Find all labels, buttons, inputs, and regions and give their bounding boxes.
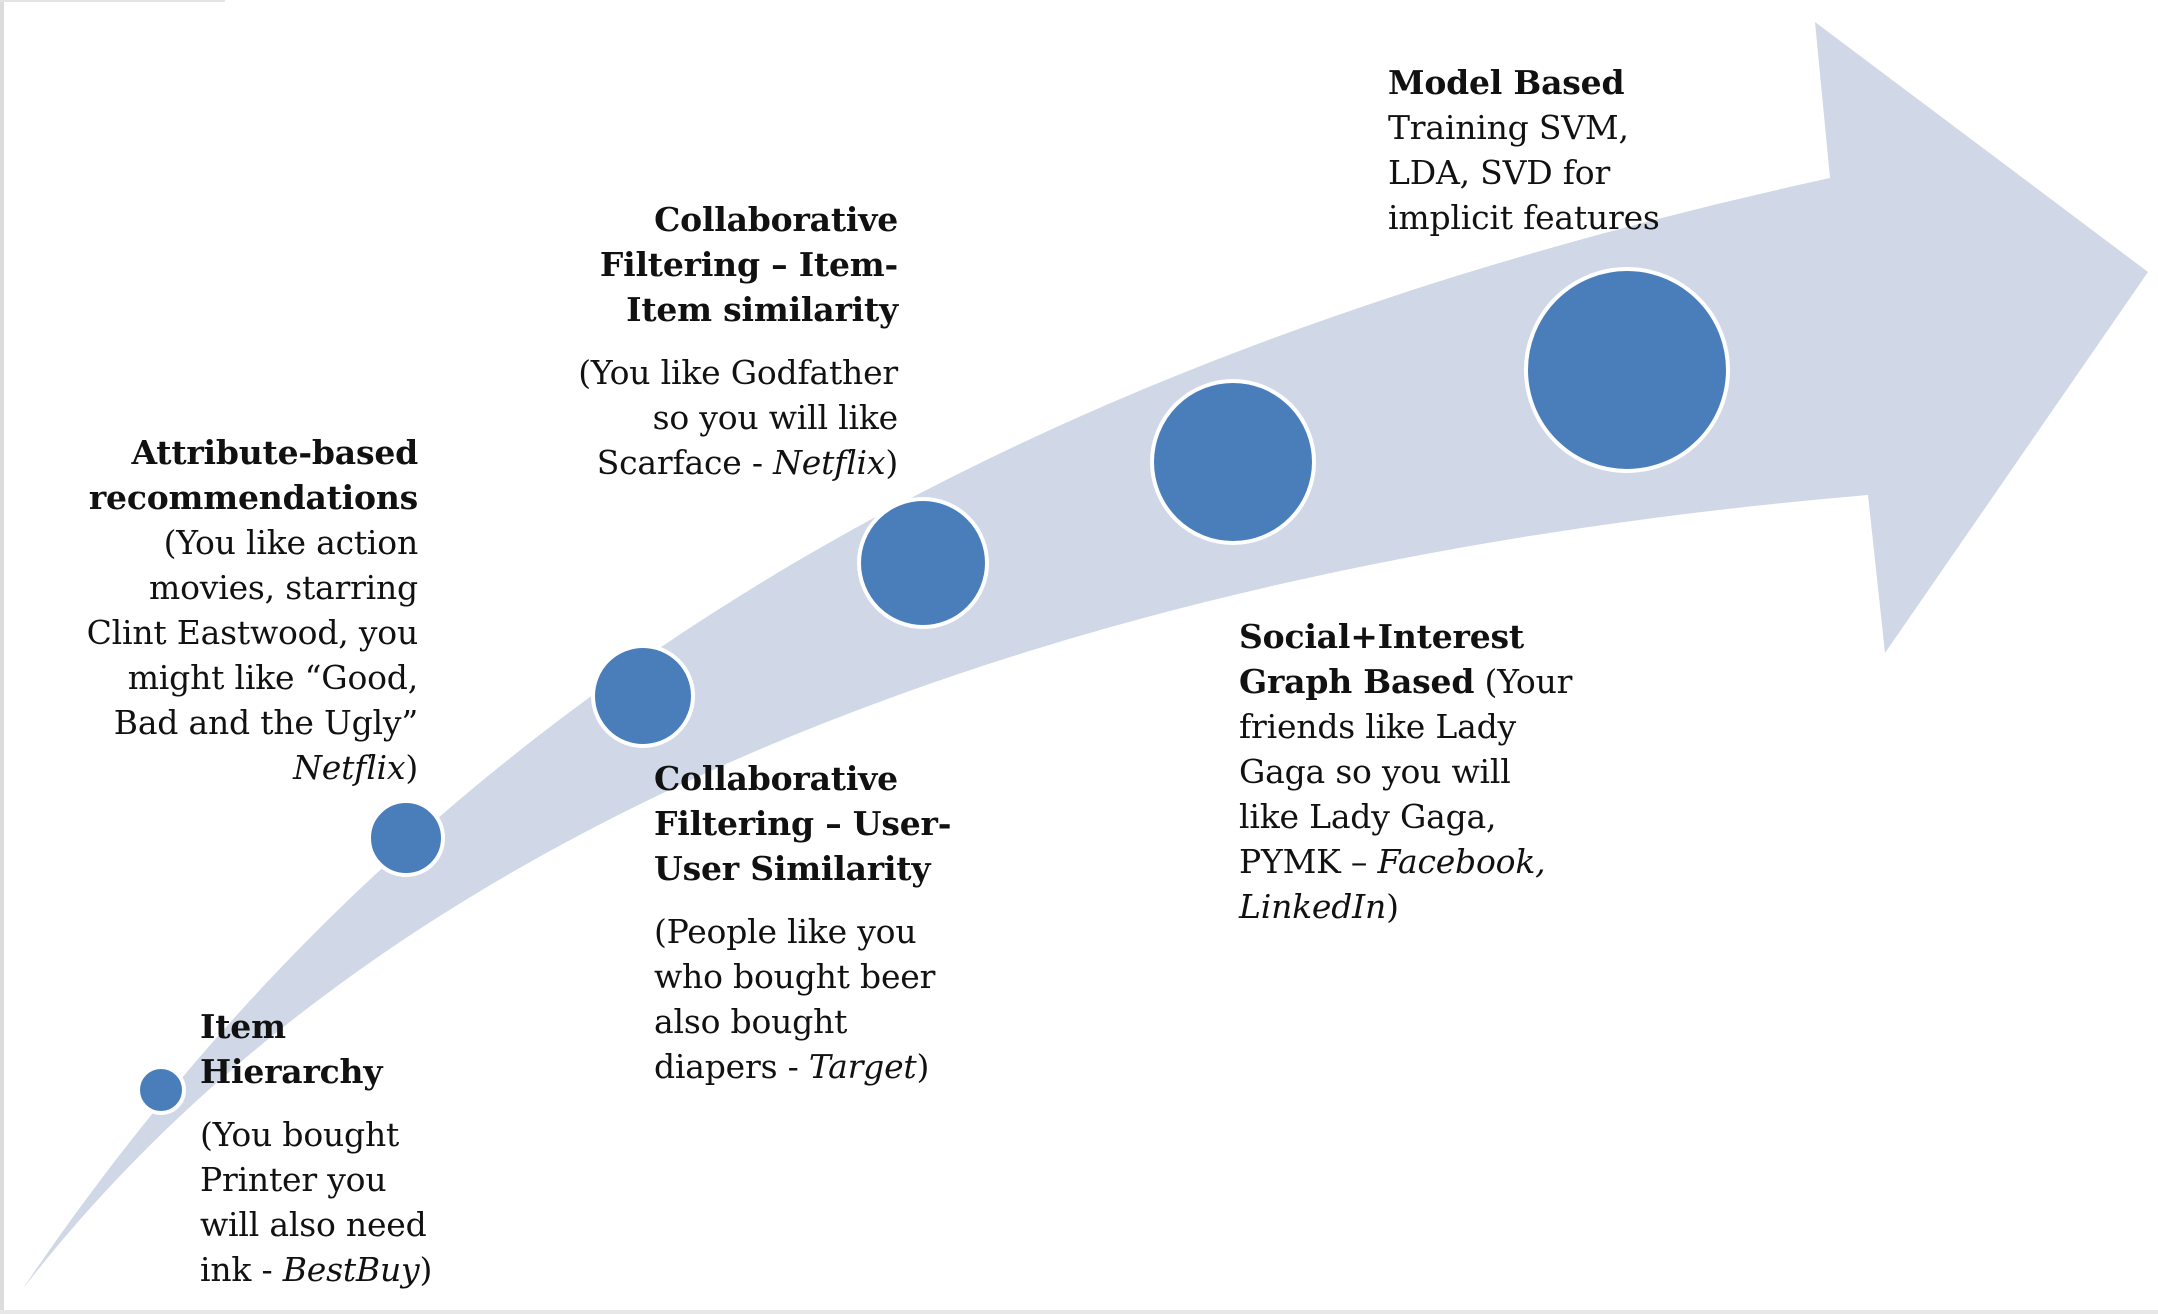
- stage-desc-line: like Lady Gaga,: [1239, 797, 1497, 836]
- stage-desc-line: implicit features: [1388, 198, 1660, 237]
- stage-title-tail: (Your: [1474, 662, 1573, 701]
- stage-desc-line: friends like Lady: [1239, 707, 1516, 746]
- desc-close: ): [916, 1047, 930, 1086]
- stage-desc-line: (You like Godfather: [578, 353, 898, 392]
- milestone-circles: [136, 267, 1730, 1115]
- stage-item-hierarchy: Item Hierarchy (You bought Printer you w…: [200, 1004, 432, 1292]
- stage-desc-line: Netflix): [87, 745, 418, 790]
- milestone-circle-6: [1524, 267, 1730, 473]
- stage-title-line: Item: [200, 1007, 286, 1046]
- stage-attribute-based: Attribute-based recommendations (You lik…: [86, 430, 419, 790]
- stage-desc-line: also bought: [654, 1002, 848, 1041]
- milestone-circle-1: [136, 1065, 186, 1115]
- stage-desc-line: Printer you: [200, 1160, 387, 1199]
- stage-desc-line: movies, starring: [149, 568, 418, 607]
- stage-desc-line: (You bought: [200, 1115, 400, 1154]
- desc-close: ): [419, 1250, 433, 1289]
- source-company: Target: [808, 1047, 917, 1086]
- stage-title-line: Collaborative: [654, 759, 898, 798]
- desc-text: Scarface -: [596, 443, 774, 482]
- stage-title-line: Attribute-based: [131, 433, 418, 472]
- stage-desc-line: Bad and the Ugly”: [113, 703, 418, 742]
- stage-desc-line: diapers - Target): [654, 1044, 951, 1089]
- desc-text: ink -: [200, 1250, 283, 1289]
- stage-cf-item-item: Collaborative Filtering – Item- Item sim…: [578, 197, 898, 485]
- source-company: BestBuy: [282, 1250, 420, 1289]
- stage-desc-line: Scarface - Netflix): [578, 440, 898, 485]
- stage-title-text: Graph Based: [1239, 662, 1475, 701]
- source-company: Netflix: [773, 443, 886, 482]
- stage-title-line: Filtering – User-: [654, 804, 952, 843]
- source-company: LinkedIn: [1239, 887, 1387, 926]
- stage-desc-line: LinkedIn): [1239, 884, 1572, 929]
- stage-social-interest-graph: Social+Interest Graph Based (Your friend…: [1239, 614, 1572, 929]
- stage-title-line: Item similarity: [626, 290, 898, 329]
- desc-text: PYMK –: [1239, 842, 1378, 881]
- stage-desc-line: ink - BestBuy): [200, 1247, 432, 1292]
- stage-desc-line: LDA, SVD for: [1388, 153, 1611, 192]
- stage-title-line: Filtering – Item-: [599, 245, 898, 284]
- stage-desc-line: Gaga so you will: [1239, 752, 1511, 791]
- desc-close: ): [1386, 887, 1399, 926]
- frame-top-edge: [0, 0, 225, 2]
- stage-title-line: Collaborative: [654, 200, 898, 239]
- desc-text: diapers -: [654, 1047, 809, 1086]
- stage-title-line: Graph Based (Your: [1239, 659, 1572, 704]
- frame-left-edge: [0, 0, 4, 1314]
- milestone-circle-2: [367, 799, 445, 877]
- stage-title-line: Social+Interest: [1239, 617, 1524, 656]
- milestone-circle-4: [857, 497, 989, 629]
- stage-cf-user-user: Collaborative Filtering – User- User Sim…: [654, 756, 951, 1089]
- stage-model-based: Model Based Training SVM, LDA, SVD for i…: [1388, 60, 1660, 240]
- stage-desc-line: PYMK – Facebook,: [1239, 839, 1572, 884]
- stage-desc-line: Training SVM,: [1388, 108, 1629, 147]
- stage-desc-line: (People like you: [654, 912, 917, 951]
- milestone-circle-3: [591, 644, 695, 748]
- stage-desc-line: (You like action: [163, 523, 419, 562]
- stage-desc-line: who bought beer: [654, 957, 936, 996]
- frame-bottom-edge: [0, 1310, 2158, 1314]
- source-company: Facebook,: [1377, 842, 1546, 881]
- stage-title-line: recommendations: [88, 478, 418, 517]
- stage-title-line: Model Based: [1388, 63, 1625, 102]
- stage-desc-line: will also need: [200, 1205, 427, 1244]
- stage-title-line: User Similarity: [654, 849, 931, 888]
- source-company: Netflix: [293, 748, 406, 787]
- desc-close: ): [885, 443, 898, 482]
- stage-desc-line: so you will like: [652, 398, 899, 437]
- stage-desc-line: Clint Eastwood, you: [86, 613, 419, 652]
- stage-desc-line: might like “Good,: [127, 658, 418, 697]
- desc-close: ): [405, 748, 418, 787]
- stage-title-line: Hierarchy: [200, 1052, 383, 1091]
- milestone-circle-5: [1150, 379, 1316, 545]
